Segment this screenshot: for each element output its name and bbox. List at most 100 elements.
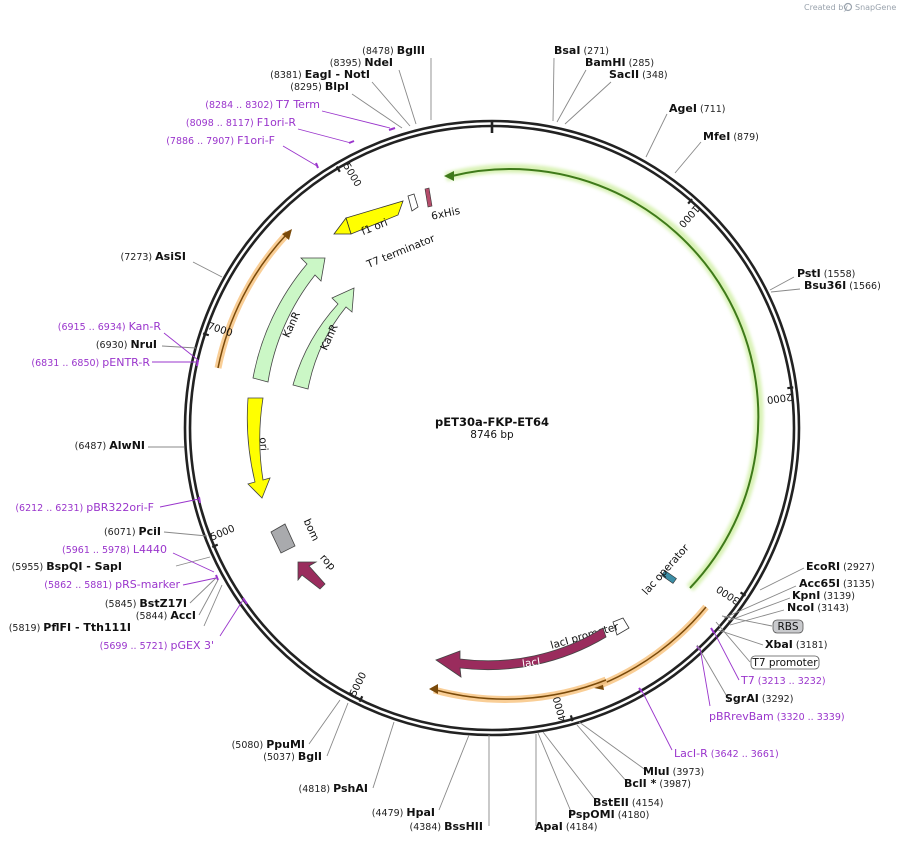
enzyme-site-bspqi: (5955) BspQI - SapI bbox=[12, 560, 122, 573]
enzyme-site-mfei: MfeI (879) bbox=[703, 130, 759, 143]
enzyme-position: (4479) bbox=[372, 808, 407, 819]
his-tag-icon bbox=[424, 187, 433, 208]
primer-name: Kan-R bbox=[129, 320, 162, 333]
primer-leader-line bbox=[297, 128, 352, 144]
enzyme-leader-line bbox=[727, 597, 791, 622]
primer-name: pBR322ori-F bbox=[86, 501, 154, 514]
primer-name: T7 bbox=[740, 674, 755, 687]
enzyme-name: BamHI bbox=[585, 56, 626, 69]
rbs-label: RBS bbox=[778, 621, 799, 633]
enzyme-name: AccI bbox=[170, 609, 196, 622]
enzyme-site-apai: ApaI (4184) bbox=[535, 820, 598, 833]
site-labels: (8478) BglII(8395) NdeI(8381) EagI - Not… bbox=[9, 44, 881, 833]
primer-range: (5699 .. 5721) bbox=[100, 641, 171, 652]
primer-leader-line bbox=[282, 145, 318, 167]
enzyme-site-bamhi: BamHI (285) bbox=[585, 56, 654, 69]
enzyme-leader-line bbox=[398, 69, 417, 125]
enzyme-position: (1566) bbox=[846, 281, 881, 292]
laci-label: lacI bbox=[521, 656, 541, 670]
primer-name: pBRrevBam bbox=[709, 710, 774, 723]
primer-leader-line bbox=[321, 110, 391, 129]
enzyme-leader-line bbox=[576, 724, 629, 784]
primer-name: F1ori-R bbox=[257, 116, 297, 129]
enzyme-leader-line bbox=[351, 93, 403, 129]
enzyme-name: BsaI bbox=[554, 44, 580, 57]
primer-range: (8098 .. 8117) bbox=[186, 118, 257, 129]
t7-terminator-label: T7 terminator bbox=[364, 232, 437, 271]
enzyme-name: ApaI bbox=[535, 820, 563, 833]
enzyme-position: (4184) bbox=[563, 822, 598, 833]
enzyme-site-bsshii: (4384) BssHII bbox=[410, 820, 483, 833]
enzyme-name: BglI bbox=[298, 750, 322, 763]
enzyme-site-bsu36i: Bsu36I (1566) bbox=[804, 279, 881, 292]
primer-range: (6915 .. 6934) bbox=[58, 322, 129, 333]
enzyme-leader-line bbox=[723, 585, 797, 619]
primer-range: (5862 .. 5881) bbox=[44, 580, 115, 591]
enzyme-site-ppumi: (5080) PpuMI bbox=[232, 738, 305, 751]
enzyme-leader-line bbox=[308, 699, 341, 745]
features: f1 ori T7 terminator 6xHis KanR KanR ori… bbox=[196, 127, 764, 703]
enzyme-name: SgrAI bbox=[725, 692, 759, 705]
enzyme-name: BclI * bbox=[624, 777, 657, 790]
primer-t7-term: (8284 .. 8302) T7 Term bbox=[205, 98, 320, 111]
primer-range: (3320 .. 3339) bbox=[774, 712, 845, 723]
kanr-inner-arrow bbox=[292, 287, 355, 390]
enzyme-site-ndei: (8395) NdeI bbox=[330, 56, 393, 69]
enzyme-name: BlpI bbox=[325, 80, 349, 93]
primer-pbrrevbam: pBRrevBam (3320 .. 3339) bbox=[709, 710, 845, 723]
tick-mark bbox=[787, 386, 794, 390]
enzyme-position: (3973) bbox=[670, 767, 705, 778]
tick-label: 5000 bbox=[209, 523, 237, 543]
rbs-box bbox=[772, 619, 804, 634]
enzyme-leader-line bbox=[203, 584, 223, 627]
primer-leader-line bbox=[163, 332, 199, 361]
primer-range: (3213 .. 3232) bbox=[755, 676, 826, 687]
enzyme-leader-line bbox=[729, 609, 785, 626]
enzyme-site-psti: PstI (1558) bbox=[797, 267, 855, 280]
enzyme-site-bgli: (5037) BglI bbox=[263, 750, 322, 763]
primer-leader-line bbox=[159, 498, 200, 508]
enzyme-position: (1558) bbox=[821, 269, 856, 280]
enzyme-name-2: - SapI bbox=[82, 560, 122, 573]
primer-laci-r: LacI-R (3642 .. 3661) bbox=[674, 747, 779, 760]
enzyme-position: (4818) bbox=[299, 784, 334, 795]
enzyme-name-2: - Tth111I bbox=[71, 621, 131, 634]
enzyme-leader-line bbox=[578, 721, 648, 772]
orange-cds-left-arrowhead bbox=[282, 229, 292, 240]
enzyme-name: BstEII bbox=[593, 796, 629, 809]
enzyme-position: (8395) bbox=[330, 58, 365, 69]
enzyme-site-eagi: (8381) EagI - NotI bbox=[270, 68, 370, 81]
brand-prefix: Created by bbox=[804, 3, 848, 12]
primer-f1ori-r: (8098 .. 8117) F1ori-R bbox=[186, 116, 296, 129]
enzyme-leader-line bbox=[674, 141, 702, 174]
laci-promoter-icon bbox=[612, 617, 630, 636]
enzyme-position: (5955) bbox=[12, 562, 47, 573]
enzyme-position: (2927) bbox=[840, 562, 875, 573]
lac-operator-box bbox=[661, 570, 677, 584]
enzyme-site-xbai: XbaI (3181) bbox=[765, 638, 827, 651]
primer-leader-line bbox=[172, 552, 215, 573]
enzyme-name: MfeI bbox=[703, 130, 730, 143]
enzyme-site-pflfi: (5819) PflFI - Tth111I bbox=[9, 621, 131, 634]
plasmid-name: pET30a-FKP-ET64 bbox=[435, 415, 549, 429]
tick-mark bbox=[687, 198, 693, 205]
t7-promoter-label: T7 promoter bbox=[751, 657, 818, 669]
enzyme-leader-line bbox=[537, 732, 573, 815]
enzyme-leader-line bbox=[192, 261, 223, 278]
enzyme-name: PshAI bbox=[333, 782, 368, 795]
cds-green-arrowhead bbox=[444, 171, 454, 181]
enzyme-position: (8478) bbox=[362, 46, 397, 57]
enzyme-name: EcoRI bbox=[806, 560, 840, 573]
enzyme-site-agei: AgeI (711) bbox=[669, 102, 726, 115]
enzyme-name: MluI bbox=[643, 765, 670, 778]
lac-operator-label: lac operator bbox=[640, 542, 692, 598]
primer-range: (6831 .. 6850) bbox=[31, 358, 102, 369]
tick-mark bbox=[358, 695, 364, 703]
cds-green-arc bbox=[451, 168, 760, 589]
enzyme-site-bsteii: BstEII (4154) bbox=[593, 796, 664, 809]
bom-box bbox=[270, 523, 296, 554]
enzyme-position: (4154) bbox=[629, 798, 664, 809]
enzyme-name: PstI bbox=[797, 267, 821, 280]
orange-cds-left-glow bbox=[214, 230, 291, 369]
orange-cds-right1-glow bbox=[596, 604, 709, 690]
